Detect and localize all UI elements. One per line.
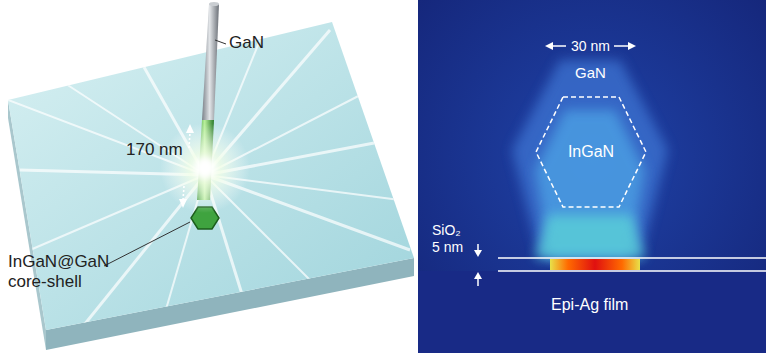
dashed-hexagon: InGaN (535, 96, 647, 208)
material-label: GaN (575, 64, 606, 81)
dimension-label: 5 nm (432, 239, 463, 255)
material-label: Epi-Ag film (551, 296, 628, 314)
dimension-label: 30 nm (571, 38, 610, 54)
dimension-label: 170 nm (126, 140, 183, 160)
material-label: SiO₂ (432, 222, 461, 238)
structure-label: InGaN@GaN core-shell (8, 252, 108, 291)
core-label: InGaN (568, 143, 614, 161)
material-label: GaN (229, 33, 264, 53)
